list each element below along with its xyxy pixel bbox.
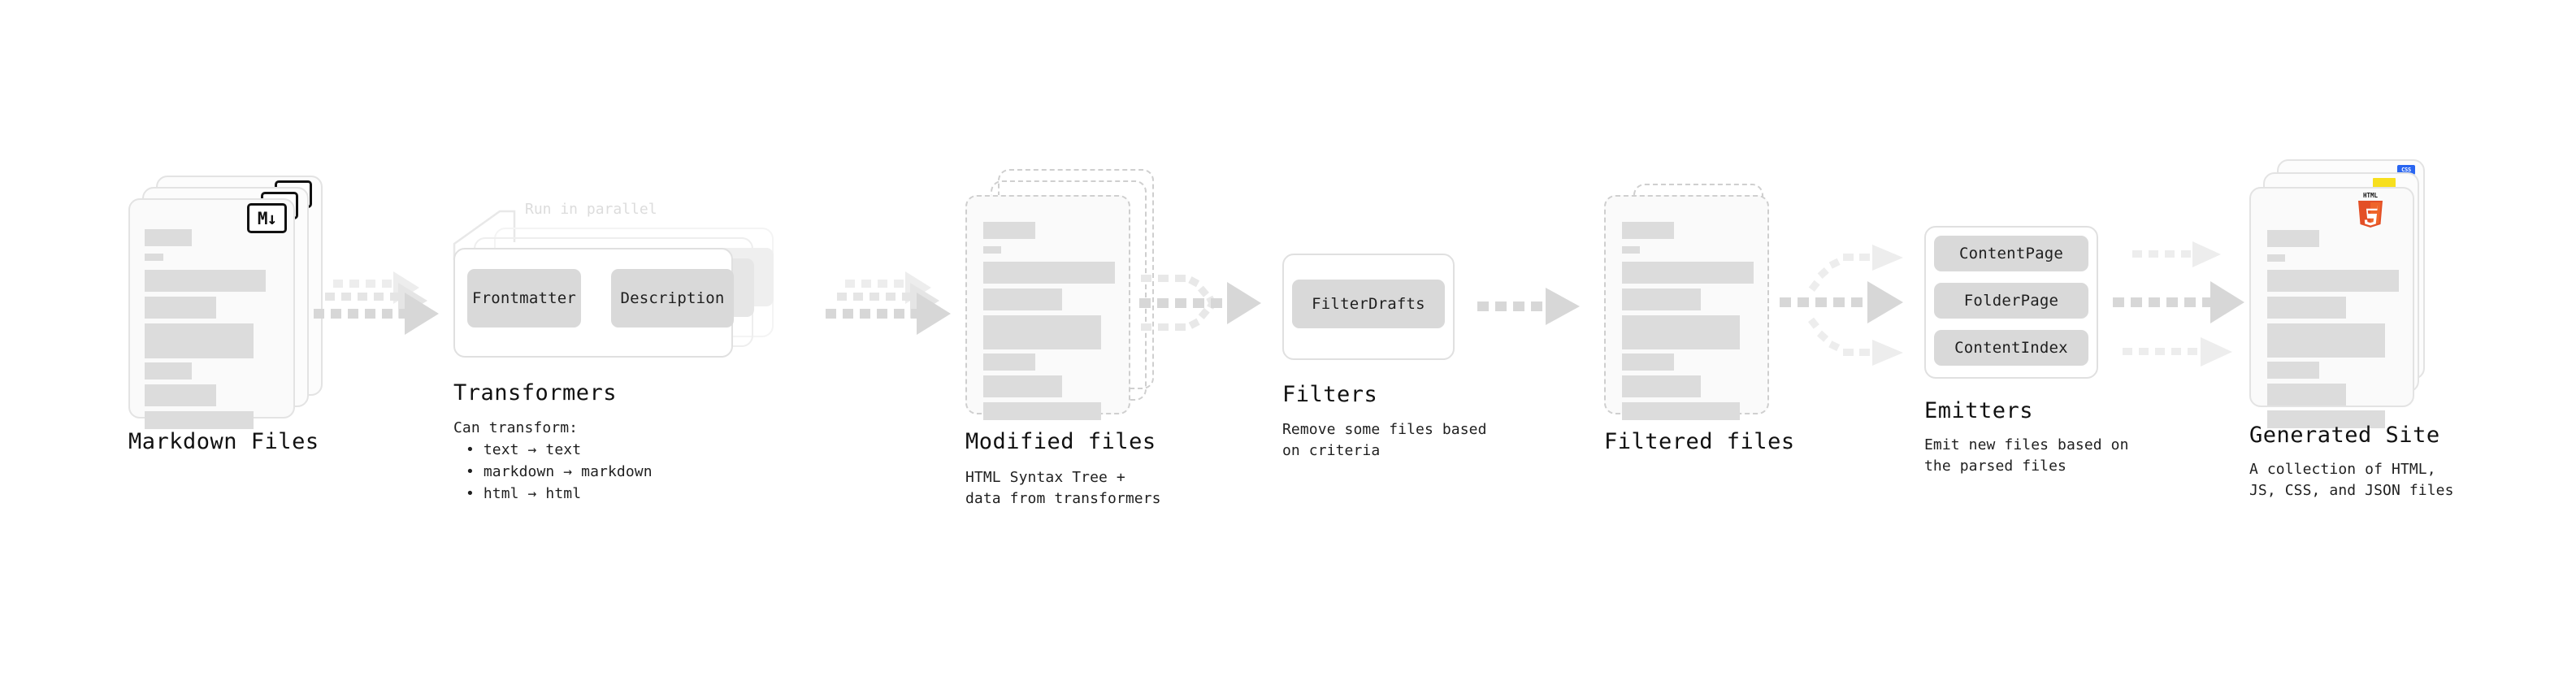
markdown-badge-front: M↓: [247, 203, 287, 233]
filter-chip-filterdrafts[interactable]: FilterDrafts: [1292, 280, 1445, 328]
content-line: [2267, 254, 2285, 262]
content-line: [145, 270, 266, 292]
content-line: [983, 262, 1115, 284]
stage-description-emitters: Emit new files based on the parsed files: [1924, 436, 2129, 475]
arrow-filtered-to-emitters: [1780, 245, 1903, 366]
content-line: [145, 362, 192, 380]
transformer-bullet-0: • text → text: [466, 441, 582, 458]
stage-title-generated-site: Generated Site: [2249, 423, 2440, 448]
site-file-card-front: [2249, 187, 2414, 428]
stage-description-transformers: Can transform:: [453, 419, 579, 436]
content-line: [2267, 230, 2319, 247]
emitter-chip-folderpage[interactable]: FolderPage: [1934, 283, 2088, 319]
content-line: [1622, 222, 1674, 239]
content-line: [1622, 315, 1740, 349]
filtered-file-card-front: [1604, 195, 1769, 420]
stage-description-modified-files: HTML Syntax Tree + data from transformer…: [965, 469, 1161, 508]
content-line: [145, 297, 216, 319]
content-line: [2267, 384, 2346, 406]
content-line: [1622, 262, 1754, 284]
modified-file-card-front: [965, 195, 1130, 420]
content-line: [145, 411, 254, 429]
content-line: [983, 222, 1035, 239]
emitter-chip-contentindex[interactable]: ContentIndex: [1934, 330, 2088, 366]
stage-title-filtered-files: Filtered files: [1604, 429, 1795, 454]
markdown-file-card-front: [128, 198, 295, 429]
content-line: [983, 315, 1101, 349]
content-line: [145, 323, 254, 358]
run-in-parallel-bracket: [453, 210, 516, 260]
stage-description-filters: Remove some files based on criteria: [1282, 421, 1487, 460]
content-line: [2267, 270, 2399, 292]
content-line: [2267, 410, 2385, 428]
stage-title-emitters: Emitters: [1924, 398, 2034, 423]
content-line: [983, 354, 1035, 371]
content-line: [983, 375, 1062, 397]
emitter-chip-contentpage[interactable]: ContentPage: [1934, 236, 2088, 271]
html5-icon: HTML: [2358, 192, 2383, 228]
stage-title-modified-files: Modified files: [965, 429, 1156, 454]
transformer-chip-frontmatter[interactable]: Frontmatter: [467, 269, 581, 327]
stage-title-filters: Filters: [1282, 382, 1378, 407]
arrow-modified-to-filters: [1139, 275, 1261, 331]
content-line: [2267, 362, 2319, 379]
transformer-bullet-2: • html → html: [466, 485, 582, 502]
arrow-filters-to-filtered: [1477, 288, 1580, 325]
transformer-chip-description[interactable]: Description: [611, 269, 734, 327]
arrow-markdown-to-transformers: [314, 271, 439, 335]
arrow-emitters-to-site: [2113, 241, 2244, 367]
content-line: [1622, 402, 1740, 420]
content-line: [145, 384, 216, 406]
content-line: [983, 246, 1001, 254]
content-line: [145, 254, 163, 261]
content-line: [983, 402, 1101, 420]
stage-title-markdown-files: Markdown Files: [128, 429, 319, 454]
content-line: [2267, 323, 2385, 358]
content-line: [1622, 288, 1701, 310]
arrow-transformers-to-modified: [826, 271, 951, 335]
content-line: [1622, 354, 1674, 371]
content-line: [1622, 246, 1640, 254]
content-line: [145, 229, 192, 246]
stage-title-transformers: Transformers: [453, 380, 618, 406]
content-line: [1622, 375, 1701, 397]
run-in-parallel-label: Run in parallel: [525, 201, 657, 218]
content-line: [2267, 297, 2346, 319]
svg-text:HTML: HTML: [2363, 192, 2379, 199]
stage-description-generated-site: A collection of HTML, JS, CSS, and JSON …: [2249, 461, 2454, 500]
transformer-bullet-1: • markdown → markdown: [466, 463, 653, 480]
content-line: [983, 288, 1062, 310]
